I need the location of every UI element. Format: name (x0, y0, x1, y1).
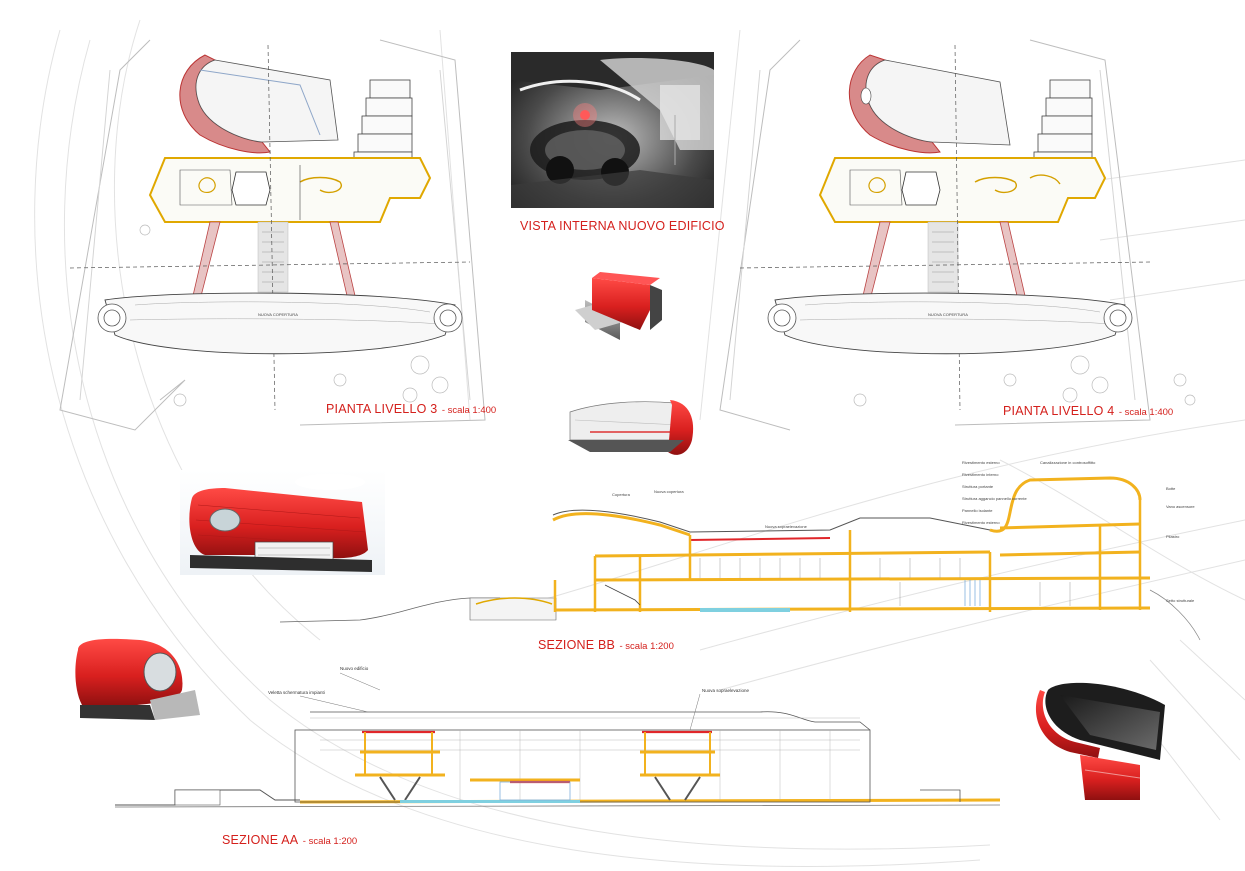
title-sezbb-scale: - scala 1:200 (619, 641, 674, 652)
bb-label-canalizzazione: Canalizzazione in controsoffitto (1040, 460, 1096, 465)
title-pianta3-main: PIANTA LIVELLO 3 (326, 402, 438, 416)
model-render-1 (575, 272, 662, 340)
plan3-roof-label: NUOVA COPERTURA (258, 312, 298, 317)
exterior-render-red-building (180, 470, 385, 575)
section-bb: Copertura Nuova copertura Nuova sopraele… (279, 460, 1201, 641)
title-sezione-aa: SEZIONE AA - scala 1:200 (222, 832, 357, 848)
aa-label-nuovo-edificio: Nuovo edificio (340, 666, 369, 671)
title-pianta-4: PIANTA LIVELLO 4 - scala 1:400 (1003, 403, 1173, 419)
bb-label-botte: Botte (1166, 486, 1176, 491)
title-pianta4-main: PIANTA LIVELLO 4 (1003, 404, 1115, 418)
title-vista-main: VISTA INTERNA NUOVO EDIFICIO (520, 219, 725, 233)
title-sezione-bb: SEZIONE BB - scala 1:200 (538, 637, 674, 653)
title-pianta4-scale: - scala 1:400 (1118, 407, 1174, 418)
title-sezbb-main: SEZIONE BB (538, 638, 616, 652)
bb-label-vano-ascensore: Vano ascensore (1166, 504, 1195, 509)
bb-label-rivestimento-esterno-2: Rivestimento esterno (962, 520, 1000, 525)
title-pianta3-scale: - scala 1:400 (441, 405, 497, 416)
interior-view-render (511, 52, 714, 208)
background-site-context (34, 19, 1245, 868)
bb-label-nuova-copertura: Nuova copertura (654, 489, 684, 494)
title-sezaa-scale: - scala 1:200 (302, 836, 358, 847)
bb-label-copertura: Copertura (612, 492, 631, 497)
title-sezaa-main: SEZIONE AA (222, 833, 299, 847)
model-render-2 (568, 400, 694, 455)
cantilever-render-red (1035, 682, 1165, 800)
section-aa: Nuovo edificio Veletta schermatura impia… (114, 666, 1001, 808)
side-render-red-building (75, 638, 200, 720)
bb-label-nuova-sopraelevazione: Nuova sopraelevazione (765, 524, 808, 529)
bb-label-rivestimento-interno: Rivestimento interno (962, 472, 999, 477)
bb-label-struttura-portante: Struttura portante (962, 484, 994, 489)
aa-label-nuova-sopraelevazione: Nuova sopraelevazione (702, 688, 750, 693)
bb-label-struttura-aggancio: Struttura aggancio pannello corrente (962, 496, 1027, 501)
aa-label-veletta: Veletta schermatura impianti (268, 690, 325, 695)
bb-label-setto-strutturale: Setto strutturale (1166, 598, 1195, 603)
bb-label-pannello-isolante: Pannello isolante (962, 508, 993, 513)
title-vista-interna: VISTA INTERNA NUOVO EDIFICIO (520, 218, 725, 234)
bb-label-pilastro: Pilastro (1166, 534, 1180, 539)
plan-level-4: NUOVA COPERTURA (719, 39, 1196, 431)
title-pianta-3: PIANTA LIVELLO 3 - scala 1:400 (326, 401, 496, 417)
bb-label-rivestimento-esterno: Rivestimento esterno (962, 460, 1000, 465)
plan4-roof-label: NUOVA COPERTURA (928, 312, 968, 317)
plan-level-3: NUOVA COPERTURA (59, 39, 486, 431)
